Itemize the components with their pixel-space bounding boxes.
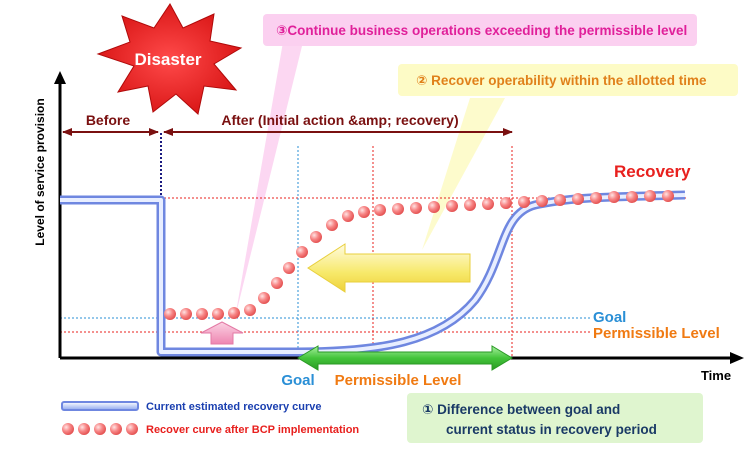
permissible-span-arrow [297,345,513,371]
legend-current-label: Current estimated recovery curve [146,401,321,413]
bcp-dot [446,200,458,212]
disaster-burst-shape [96,3,243,115]
legend-bcp-label: Recover curve after BCP implementation [146,424,359,436]
bcp-dot [644,190,656,202]
bcp-dot [608,191,620,203]
bcp-dot [428,201,440,213]
callout1-line2: current status in recovery period [446,422,657,437]
callout1-box [407,393,703,443]
bcp-dot [374,204,386,216]
bcp-dot [326,219,338,231]
goal-right-label: Goal [593,309,626,326]
legend-bcp-swatch [62,423,138,435]
bcp-dot [244,304,256,316]
callout2-text: ② Recover operability within the allotte… [416,73,707,88]
current-recovery-curve-highlight [60,193,686,354]
improvement-arrow [307,243,471,293]
y-axis-label: Level of service provision [33,98,47,245]
bcp-dot [342,210,354,222]
bcp-dot [518,196,530,208]
permissible-bottom-label: Permissible Level [335,372,462,389]
bcp-dot [212,308,224,320]
bcp-dot [271,277,283,289]
callout2-pointer [422,98,505,250]
bcp-dot [196,308,208,320]
disaster-label: Disaster [134,50,201,69]
bcp-recovery-dots [164,190,674,320]
y-axis-arrowhead [54,71,66,84]
bcp-dot [410,202,422,214]
recovery-label: Recovery [614,162,691,181]
bcp-dot [296,246,308,258]
bcp-dot [572,193,584,205]
bcp-dot [626,191,638,203]
bcp-dot [482,198,494,210]
callout3-text: ③Continue business operations exceeding … [276,23,687,38]
callout2-box [398,64,738,96]
after-label: After (Initial action &amp; recovery) [221,112,458,128]
bcp-dot [358,206,370,218]
legend-current-swatch [61,401,139,411]
bcp-dot [536,195,548,207]
bcp-dot [283,262,295,274]
bcp-dot [228,307,240,319]
bcp-dot [590,192,602,204]
bcp-dot [258,292,270,304]
bcp-dot [662,190,674,202]
pink-up-arrow [200,321,244,345]
callout3-pointer [235,42,303,318]
callout1-line1: ① Difference between goal and [422,402,620,417]
before-label: Before [86,112,131,128]
bcp-dot [310,231,322,243]
bcp-dot [164,308,176,320]
bcp-dot [392,203,404,215]
bcp-dot [500,197,512,209]
goal-bottom-label: Goal [281,372,314,389]
x-axis-label: Time [701,368,731,383]
x-axis-arrowhead [730,352,744,364]
permissible-right-label: Permissible Level [593,325,720,342]
bcp-dot [180,308,192,320]
bcp-dot [554,194,566,206]
callout3-box [263,14,697,46]
bcp-dot [464,199,476,211]
